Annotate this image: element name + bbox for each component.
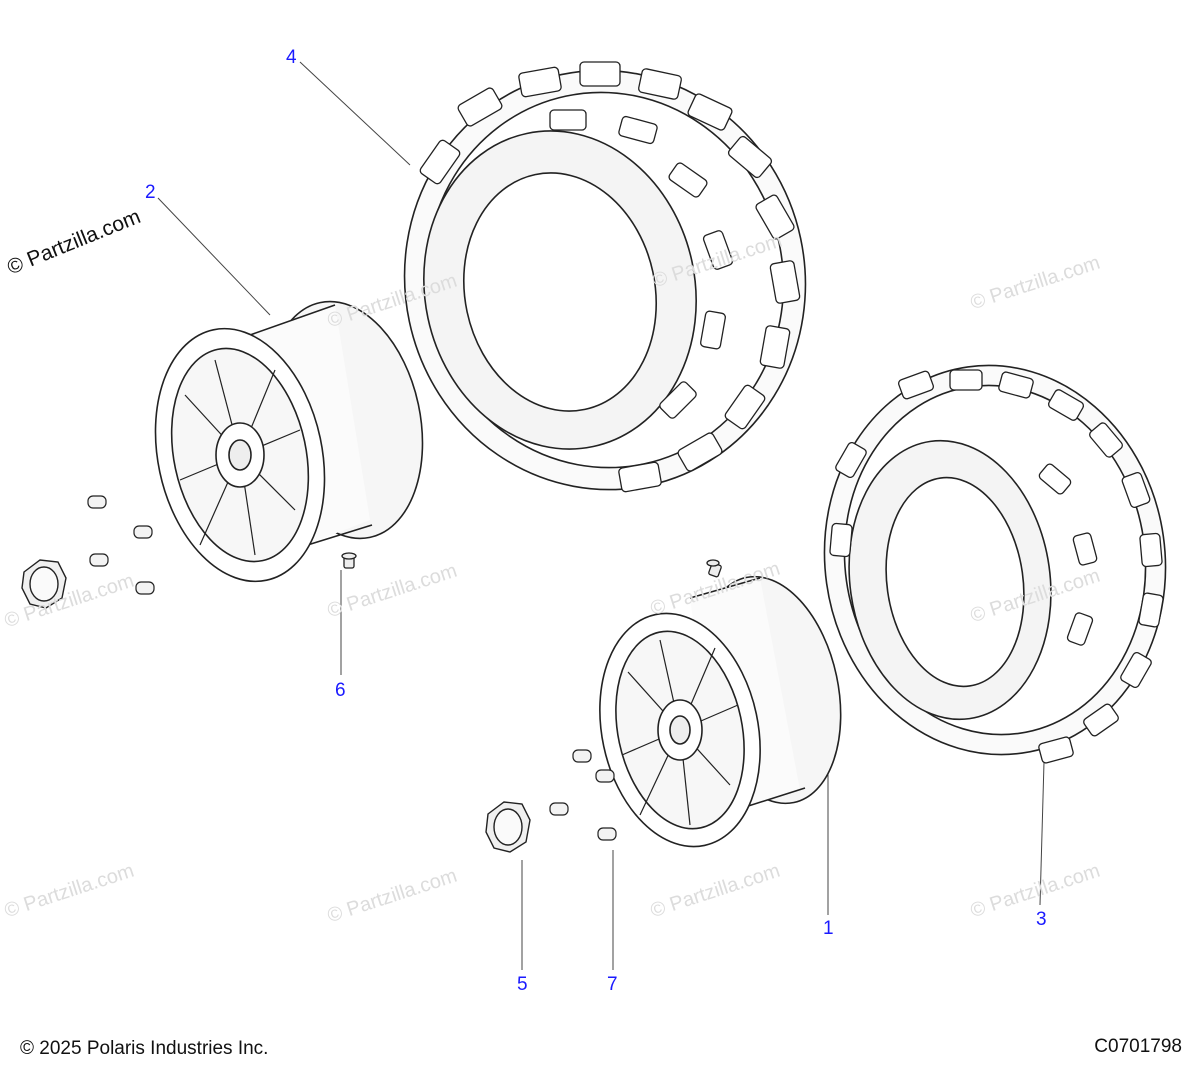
tread-blocks-front	[829, 369, 1164, 764]
callout-1[interactable]: 1	[823, 918, 834, 939]
lug-nuts-front	[549, 749, 617, 841]
leader-line-2	[157, 197, 271, 316]
tire-front	[823, 364, 1167, 764]
callout-7[interactable]: 7	[607, 974, 618, 995]
tread-blocks-rear	[419, 61, 801, 493]
center-cap-rear	[21, 559, 67, 609]
callout-6[interactable]: 6	[335, 680, 346, 701]
callout-2[interactable]: 2	[145, 182, 156, 203]
leader-line-3	[1039, 761, 1045, 906]
leader-line-4	[299, 61, 411, 166]
copyright-text: © 2025 Polaris Industries Inc.	[20, 1038, 269, 1059]
valve-stem-front	[706, 559, 722, 578]
callout-3[interactable]: 3	[1036, 909, 1047, 930]
callout-5[interactable]: 5	[517, 974, 528, 995]
center-cap-front	[485, 801, 531, 853]
diagram-id: C0701798	[1094, 1036, 1182, 1057]
callout-4[interactable]: 4	[286, 47, 297, 68]
wheel-front	[599, 575, 842, 848]
wheel-rear	[154, 300, 424, 583]
valve-stem-rear	[341, 552, 357, 569]
tire-rear	[403, 61, 807, 493]
lug-nuts-rear	[87, 495, 155, 595]
leader-lines	[157, 61, 1045, 970]
